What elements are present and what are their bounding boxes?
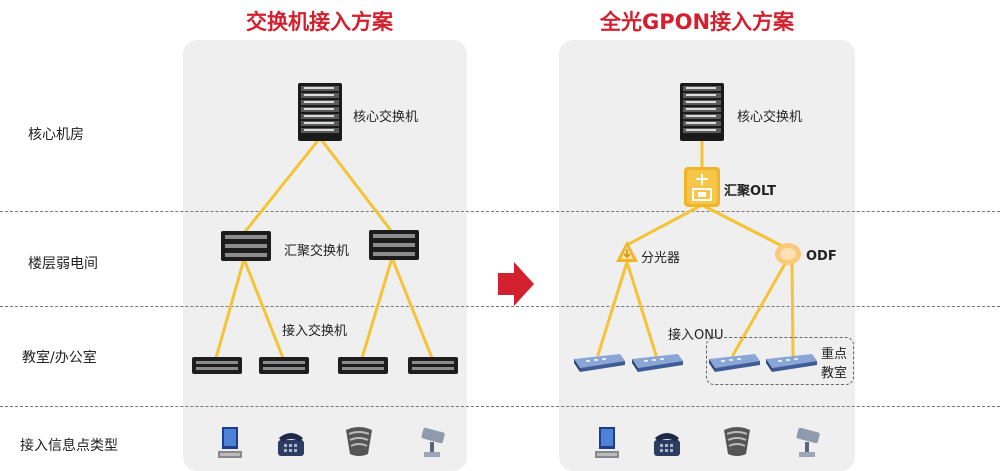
camera-icon: [421, 427, 445, 457]
row-label-floor: 楼层弱电间: [28, 256, 98, 272]
link-agg1-access2: [242, 257, 285, 360]
key-classroom-group: [706, 337, 854, 385]
pc-icon: [218, 427, 242, 458]
right-odf-label: ODF: [806, 249, 837, 264]
onu-icon: [574, 354, 625, 372]
link-odf-onu3: [731, 260, 788, 357]
switch-icon: [408, 357, 458, 374]
camera-icon: [796, 427, 820, 457]
onu-icon: [632, 354, 683, 372]
link-core-agg-left: [242, 136, 322, 235]
server-rack-icon: [680, 83, 724, 141]
right-core-label: 核心交换机: [737, 110, 803, 125]
left-core-label: 核心交换机: [353, 110, 419, 125]
onu-icon: [766, 354, 817, 372]
phone-icon: [278, 433, 304, 456]
key-room-label-line2: 教室: [821, 366, 848, 381]
speaker-icon: [724, 427, 750, 456]
switch-icon: [338, 357, 388, 374]
arrow-right-icon: [498, 262, 534, 306]
switch-icon: [192, 357, 242, 374]
pc-icon: [595, 427, 619, 458]
olt-icon: [684, 167, 720, 207]
row-label-core: 核心机房: [28, 127, 84, 143]
switch-icon: [259, 357, 309, 374]
switch-icon: [369, 230, 419, 260]
divider-floor-classroom: [0, 306, 1000, 307]
link-olt-splitter: [625, 203, 704, 247]
link-core-agg-right: [318, 136, 394, 234]
key-room-label-line1: 重点: [821, 347, 848, 362]
link-splitter-onu1: [596, 260, 629, 357]
onu-icon: [709, 354, 760, 372]
link-agg2-access4: [390, 256, 434, 360]
divider-core-floor: [0, 211, 1000, 212]
row-label-classroom: 教室/办公室: [22, 350, 97, 366]
right-title: 全光GPON接入方案: [600, 10, 795, 34]
right-olt-label: 汇聚OLT: [724, 184, 777, 199]
link-olt-odf-b: [700, 203, 792, 252]
odf-icon: [775, 243, 801, 265]
left-title: 交换机接入方案: [246, 10, 393, 34]
right-splitter-label: 分光器: [641, 251, 681, 266]
link-odf-onu4: [790, 260, 795, 357]
link-agg1-access1: [214, 257, 246, 360]
row-label-endpoint: 接入信息点类型: [20, 438, 118, 454]
link-splitter-onu2: [625, 260, 658, 357]
left-access-label: 接入交换机: [282, 324, 348, 339]
server-rack-icon: [298, 83, 342, 141]
left-agg-label: 汇聚交换机: [284, 244, 350, 259]
switch-icon: [221, 231, 271, 261]
splitter-icon: [616, 241, 638, 262]
speaker-icon: [346, 427, 372, 456]
phone-icon: [654, 433, 680, 456]
divider-classroom-endpoint: [0, 406, 1000, 407]
link-agg2-access3: [360, 256, 394, 360]
